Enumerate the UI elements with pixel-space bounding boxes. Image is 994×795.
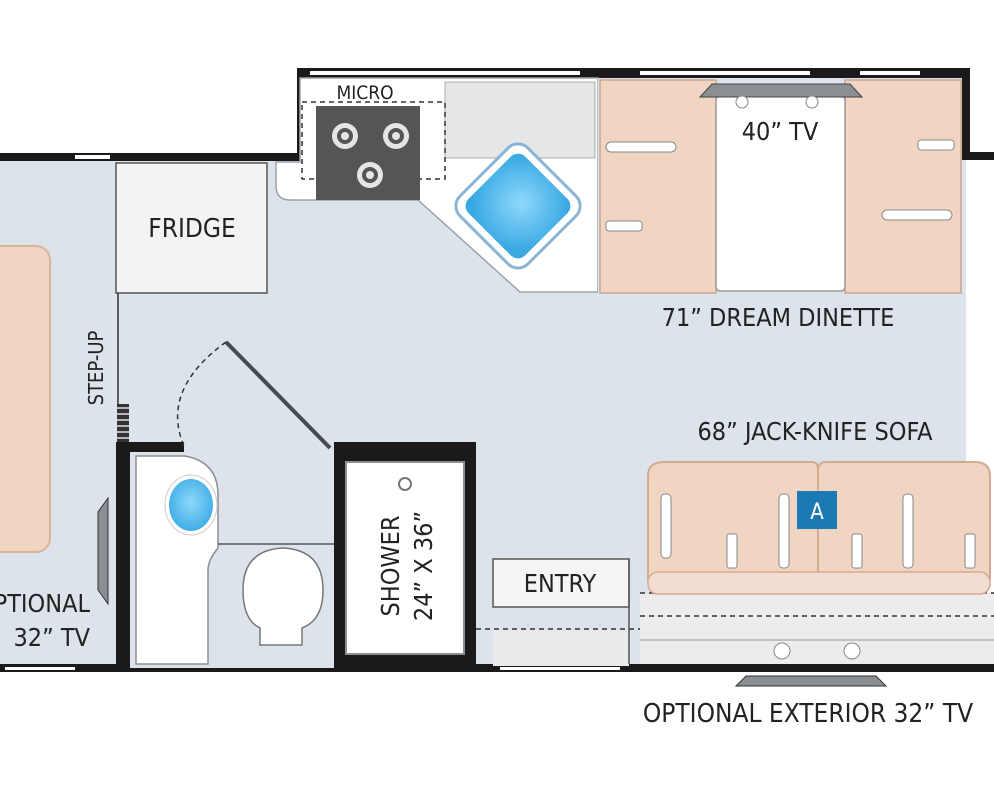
marker-a-label: A: [810, 500, 824, 525]
dinette: [598, 78, 962, 294]
sofa-label: 68” JACK-KNIFE SOFA: [698, 417, 934, 446]
shower-label-line1: SHOWER: [376, 516, 405, 617]
micro-label: MICRO: [336, 82, 393, 104]
galley-sink: [454, 142, 582, 270]
rear-tv: [97, 496, 109, 606]
optional-tv-label-line2: 32” TV: [13, 623, 90, 652]
tv-40-label: 40” TV: [742, 117, 819, 146]
jack-knife-sofa: [640, 461, 994, 664]
rear-bed: [0, 245, 51, 553]
fridge-label: FRIDGE: [148, 214, 236, 244]
entry-step: [476, 558, 640, 666]
marker-a-badge: [797, 491, 837, 529]
entry-label: ENTRY: [524, 569, 597, 598]
dinette-tv: [698, 83, 864, 109]
exterior-tv-label: OPTIONAL EXTERIOR 32” TV: [643, 699, 973, 729]
shower-label-line2: 24” X 36”: [409, 511, 438, 621]
optional-tv-label-line1: OPTIONAL: [0, 589, 90, 618]
shower: [334, 442, 476, 668]
exterior-tv: [734, 675, 888, 687]
cooktop: [316, 106, 420, 200]
fridge: [115, 162, 268, 294]
step-up-label: STEP-UP: [84, 331, 108, 406]
dinette-label: 71” DREAM DINETTE: [662, 303, 895, 332]
bathroom: [116, 340, 336, 668]
